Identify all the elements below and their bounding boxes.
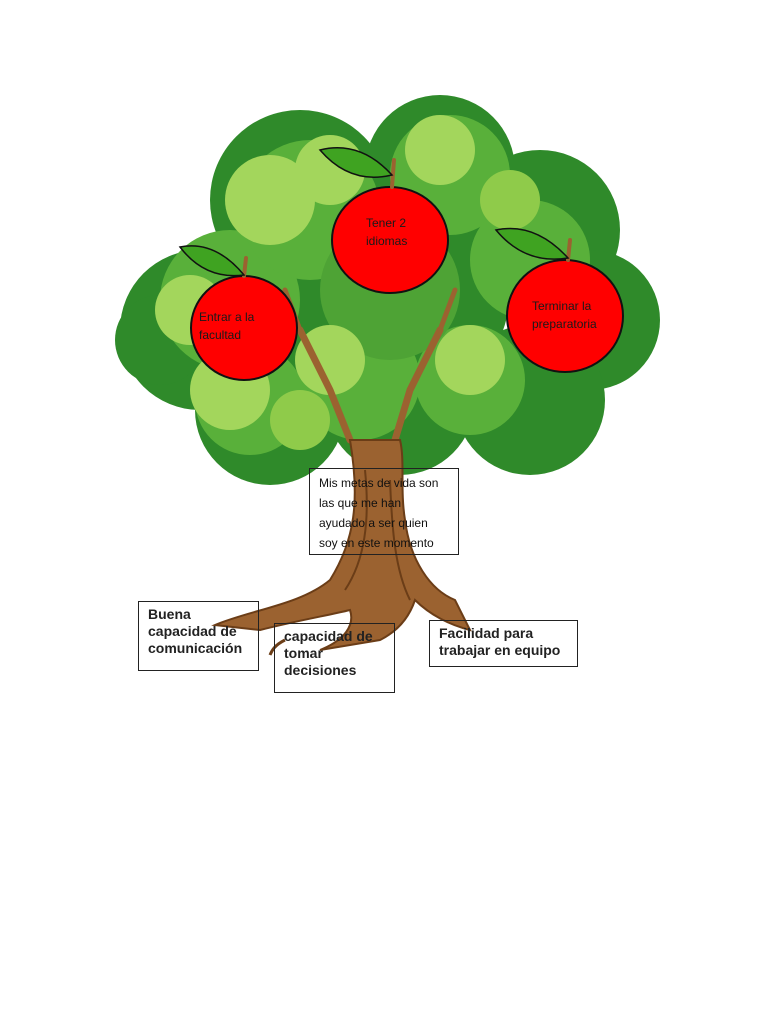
goal-text-preparatoria: Terminar la preparatoria — [532, 299, 597, 331]
goal-text-facultad: Entrar a la facultad — [199, 310, 255, 342]
leaf-icon — [494, 227, 570, 260]
leaf-icon — [178, 245, 246, 277]
tree-trunk — [211, 287, 472, 656]
root-box-equipo: Facilidad para trabajar en equipo — [429, 620, 578, 667]
apple-preparatoria — [494, 227, 624, 373]
root-box-comunicacion: Buena capacidad de comunicación — [138, 601, 259, 671]
apple-facultad — [178, 245, 298, 381]
leaf-icon — [318, 147, 394, 178]
goal-text-idiomas: Tener 2 idiomas — [366, 216, 408, 248]
trunk-note-box: Mis metas de vida son las que me han ayu… — [309, 468, 459, 555]
apple-idiomas — [318, 147, 449, 294]
root-box-decisiones: capacidad de tomar decisiones — [274, 623, 395, 693]
